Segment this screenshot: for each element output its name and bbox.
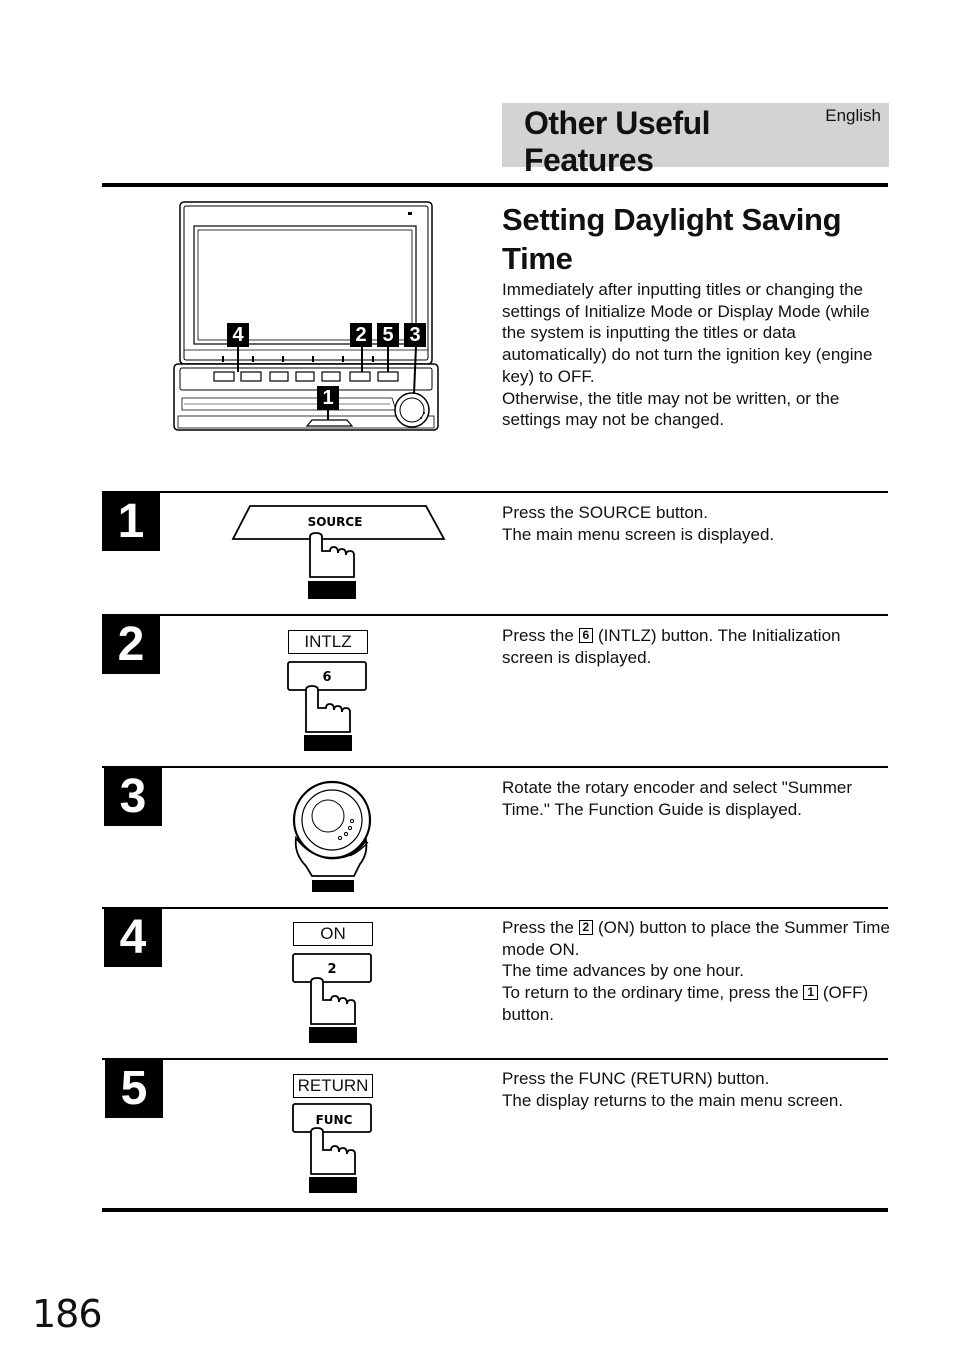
step-1-line-2: The main menu screen is displayed. [502, 524, 775, 544]
header-rule [102, 183, 888, 187]
step-5-rule [102, 1058, 888, 1060]
page-number: 186 [32, 1292, 103, 1336]
on-button-illustration: 2 [292, 953, 372, 1043]
func-button-face: FUNC [316, 1113, 353, 1127]
step-1-number: 1 [102, 493, 160, 551]
step-1-rule [102, 491, 888, 493]
on-label: ON [293, 922, 373, 946]
step-4-rule [102, 907, 888, 909]
footer-rule [102, 1208, 888, 1212]
step-3-rule [102, 766, 888, 768]
step-4-text: Press the 2 (ON) button to place the Sum… [502, 917, 892, 1026]
step-4-text-b: (ON) button to place the Summer Time mod… [502, 918, 890, 959]
step-2-number: 2 [102, 616, 160, 674]
on-button-face: 2 [327, 962, 336, 977]
intro-text: Immediately after inputting titles or ch… [502, 279, 894, 431]
head-unit-illustration [173, 201, 439, 431]
step-2-text-b: (INTLZ) button. The Initialization scree… [502, 626, 841, 667]
source-button-face: SOURCE [308, 515, 363, 529]
step-5-text: Press the FUNC (RETURN) button. The disp… [502, 1068, 892, 1111]
step-3-line-1: Rotate the rotary encoder and select "Su… [502, 778, 852, 819]
callout-1: 1 [317, 386, 339, 410]
source-button-illustration: SOURCE [231, 505, 446, 599]
callout-3: 3 [404, 323, 426, 347]
language-label: English [825, 106, 881, 125]
step-1-text: Press the SOURCE button. The main menu s… [502, 502, 892, 545]
intlz-button-illustration: 6 [287, 661, 367, 751]
key-6-icon: 6 [578, 628, 594, 643]
step-4-line-2: The time advances by one hour. [502, 961, 744, 981]
intlz-button-face: 6 [322, 670, 331, 685]
step-2-text: Press the 6 (INTLZ) button. The Initiali… [502, 625, 892, 668]
callout-4: 4 [227, 323, 249, 347]
callout-5: 5 [377, 323, 399, 347]
intro-paragraph-2: Otherwise, the title may not be written,… [502, 388, 840, 430]
step-5-line-1: Press the FUNC (RETURN) button. [502, 1069, 770, 1088]
intlz-label: INTLZ [288, 630, 368, 654]
key-2-icon: 2 [578, 920, 594, 935]
step-3-number: 3 [104, 768, 162, 826]
step-1-line-1: Press the SOURCE button. [502, 503, 708, 522]
step-2-text-a: Press the [502, 626, 579, 645]
section-title: Setting Daylight Saving Time [502, 202, 842, 276]
return-label: RETURN [293, 1074, 373, 1098]
section-header: Other Useful Features English [502, 103, 889, 178]
callout-2: 2 [350, 323, 372, 347]
step-5-line-2: The display returns to the main menu scr… [502, 1090, 844, 1110]
step-3-text: Rotate the rotary encoder and select "Su… [502, 777, 892, 820]
step-4-number: 4 [104, 909, 162, 967]
step-5-number: 5 [105, 1060, 163, 1118]
step-4-line-3a: To return to the ordinary time, press th… [502, 983, 804, 1003]
step-2-rule [102, 614, 888, 616]
func-button-illustration: FUNC [292, 1103, 372, 1193]
step-4-line-3b: (OFF) button. [502, 983, 869, 1024]
step-4-text-a: Press the [502, 918, 579, 937]
header-title: Other Useful Features [524, 105, 711, 178]
rotary-encoder-illustration [292, 780, 372, 892]
key-1-icon: 1 [803, 985, 819, 1001]
intro-paragraph-1: Immediately after inputting titles or ch… [502, 280, 873, 386]
